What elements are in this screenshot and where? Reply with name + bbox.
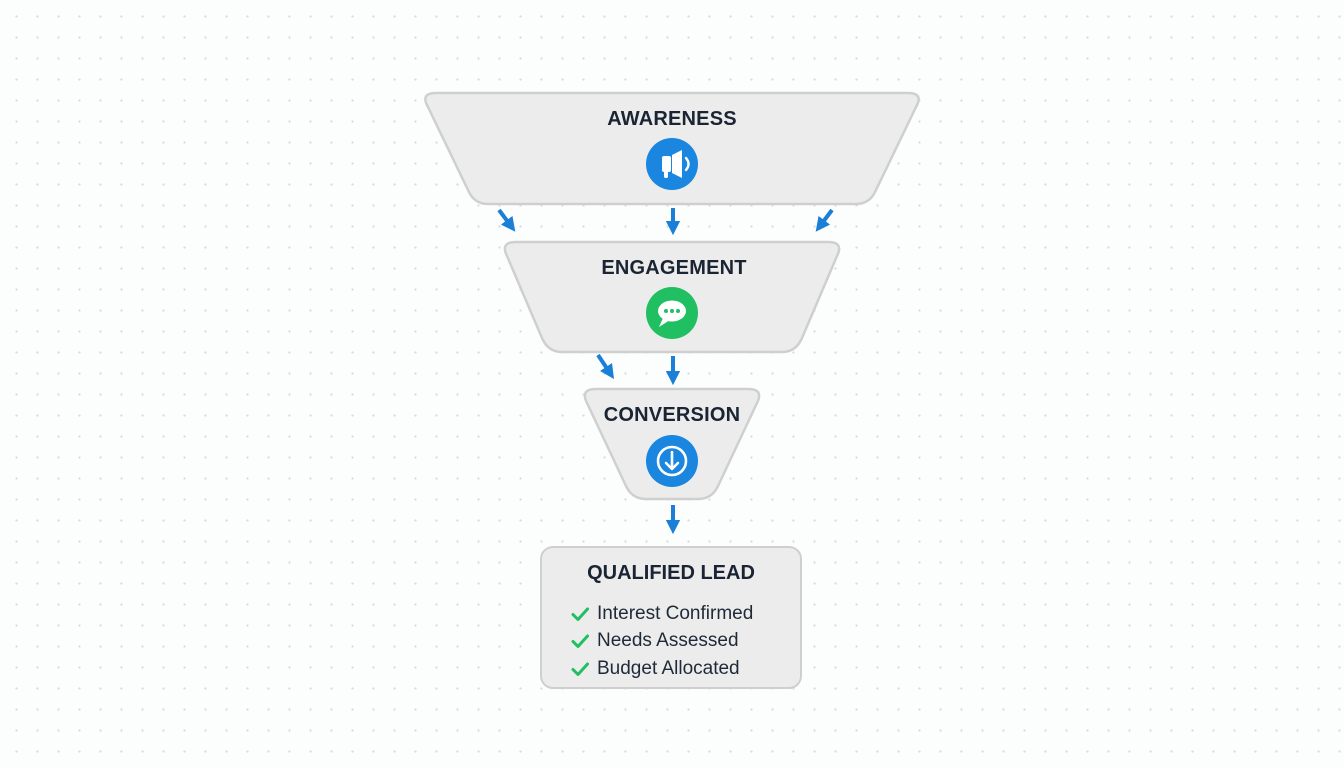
criteria-item: Needs Assessed	[570, 628, 753, 656]
download-arrow-icon	[646, 435, 698, 487]
checkmark-icon	[571, 662, 589, 676]
arrow-engagement-left	[596, 353, 614, 379]
arrow-awareness-right	[815, 208, 834, 232]
criteria-label: Needs Assessed	[597, 630, 739, 652]
arrow-awareness-left	[497, 208, 516, 232]
chat-bubble-icon	[646, 287, 698, 339]
checkmark-icon	[571, 634, 589, 649]
checkmark-icon	[571, 607, 589, 621]
criteria-label: Budget Allocated	[597, 657, 740, 679]
qualified-lead-card: QUALIFIED LEAD Interest Confirmed Needs …	[540, 546, 802, 689]
criteria-list: Interest Confirmed Needs Assessed Budget…	[570, 600, 753, 683]
conversion-stage-title: CONVERSION	[603, 404, 741, 426]
megaphone-icon	[646, 138, 698, 190]
criteria-item: Interest Confirmed	[570, 600, 753, 628]
criteria-item: Budget Allocated	[570, 655, 753, 683]
engagement-stage-title: ENGAGEMENT	[601, 257, 747, 279]
criteria-label: Interest Confirmed	[597, 602, 754, 624]
awareness-stage-title: AWARENESS	[607, 108, 737, 130]
qualified-lead-title: QUALIFIED LEAD	[587, 562, 755, 584]
